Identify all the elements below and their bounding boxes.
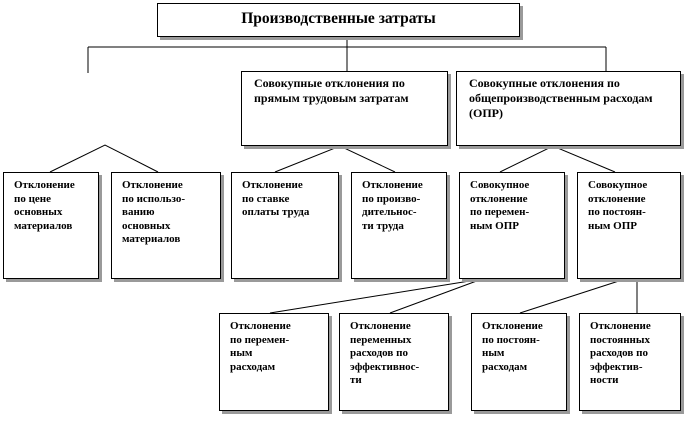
connector-materials	[49, 144, 159, 173]
connector-labor	[274, 145, 396, 173]
connector-opr	[499, 145, 616, 173]
node-variable-overhead-variance: Совокупное отклонение по перемен- ным ОП…	[459, 172, 565, 279]
node-variable-spending-variance: Отклонение по перемен- ным расходам	[219, 313, 329, 411]
node-variable-efficiency-variance: Отклонение переменных расходов по эффект…	[339, 313, 449, 411]
node-production-costs: Производственные затраты	[157, 3, 520, 37]
node-direct-labor-variances: Совокупные отклонения по прямым трудовым…	[241, 71, 448, 146]
node-labor-rate-variance: Отклонение по ставке оплаты труда	[231, 172, 339, 279]
connector-var-2	[389, 278, 483, 314]
node-fixed-efficiency-variance: Отклонение постоянных расходов по эффект…	[579, 313, 681, 411]
node-material-usage-variance: Отклонение по использо- ванию основных м…	[111, 172, 221, 279]
node-material-price-variance: Отклонение по цене основных материалов	[3, 172, 99, 279]
connector-fix-1	[519, 278, 626, 314]
connector-var-1	[269, 278, 483, 314]
node-labor-efficiency-variance: Отклонение по произво- дительнос- ти тру…	[351, 172, 447, 279]
node-fixed-spending-variance: Отклонение по постоян- ным расходам	[471, 313, 567, 411]
node-overhead-variances: Совокупные отклонения по общепроизводств…	[456, 71, 681, 146]
node-fixed-overhead-variance: Совокупное отклонение по постоян- ным ОП…	[577, 172, 681, 279]
